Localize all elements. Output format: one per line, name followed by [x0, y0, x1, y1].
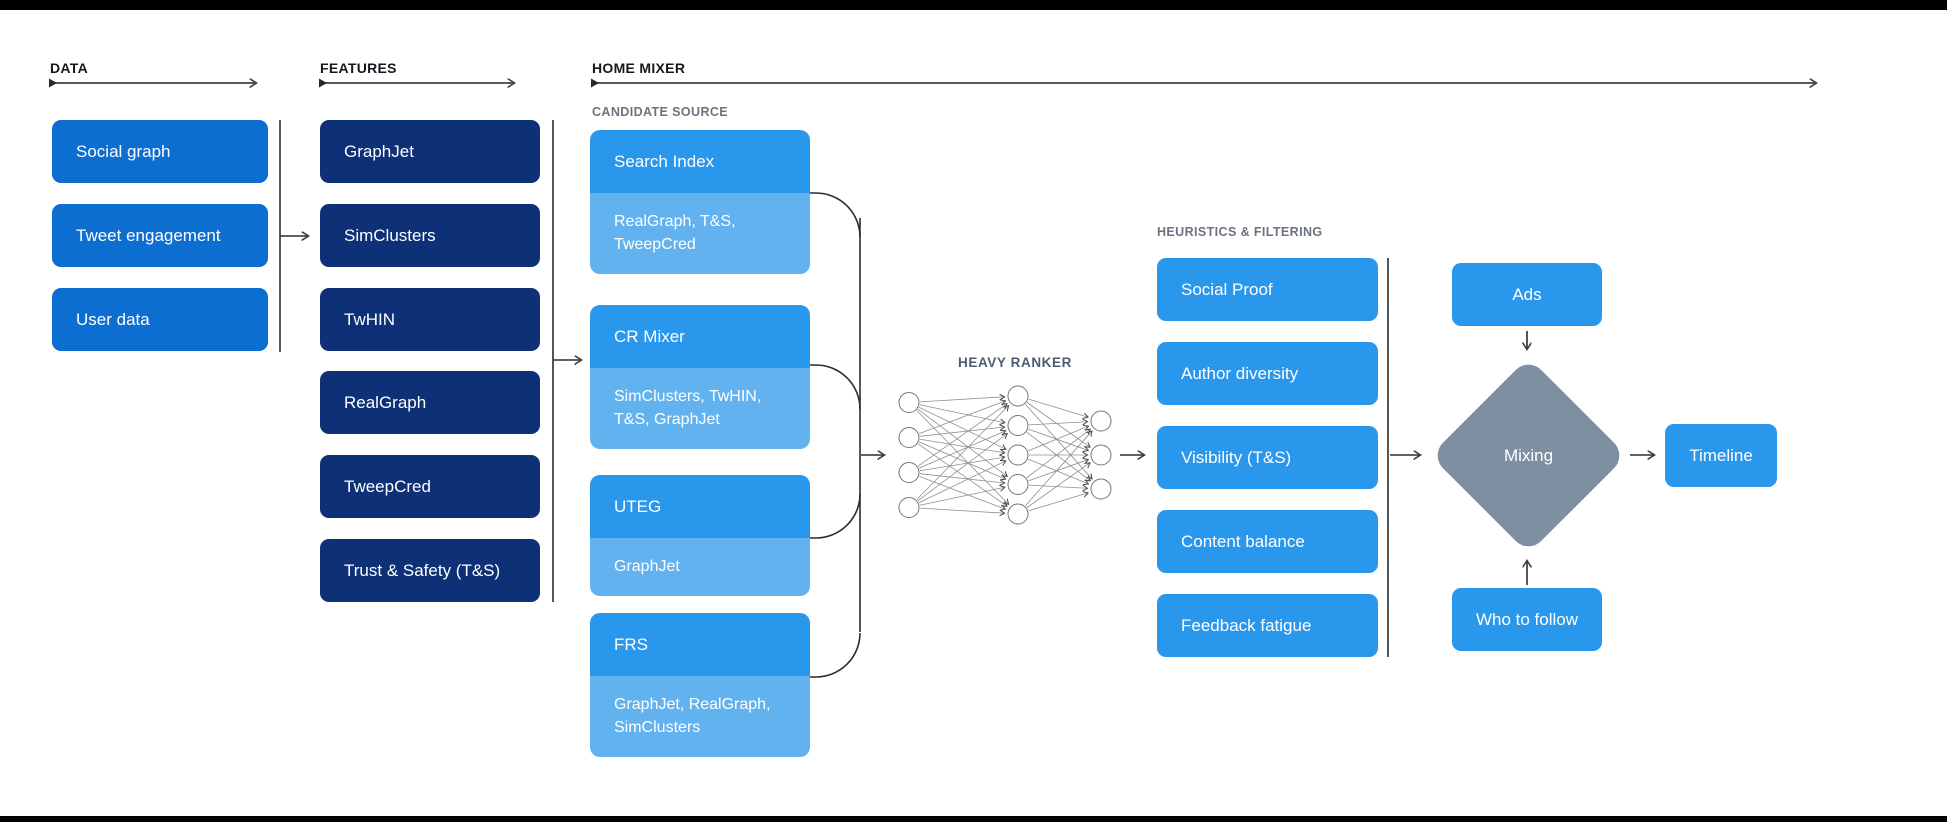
box-ads: Ads: [1452, 263, 1602, 326]
search-index-connector: [810, 192, 861, 238]
candidate-group-cr-mixer: CR Mixer SimClusters, TwHIN, T&S, GraphJ…: [590, 305, 810, 449]
box-content-balance: Content balance: [1157, 510, 1378, 573]
box-simclusters: SimClusters: [320, 204, 540, 267]
candidate-source-label: CANDIDATE SOURCE: [592, 105, 729, 119]
candidate-group-frs: FRS GraphJet, RealGraph, SimClusters: [590, 613, 810, 757]
bottom-letterbox-bar: [0, 816, 1947, 822]
box-author-diversity: Author diversity: [1157, 342, 1378, 405]
neural-network-graphic: [898, 385, 1112, 525]
candidate-title: CR Mixer: [590, 305, 810, 368]
candidate-group-uteg: UTEG GraphJet: [590, 475, 810, 596]
top-letterbox-bar: [0, 0, 1947, 10]
heavy-ranker-label: HEAVY RANKER: [958, 355, 1072, 370]
box-social-proof: Social Proof: [1157, 258, 1378, 321]
box-tweet-engagement: Tweet engagement: [52, 204, 268, 267]
data-section-header: DATA: [50, 60, 89, 76]
box-graphjet: GraphJet: [320, 120, 540, 183]
box-feedback-fatigue: Feedback fatigue: [1157, 594, 1378, 657]
candidate-sources: SimClusters, TwHIN, T&S, GraphJet: [590, 368, 810, 449]
box-user-data: User data: [52, 288, 268, 351]
cr-mixer-connector: [810, 364, 861, 410]
candidate-group-search-index: Search Index RealGraph, T&S, TweepCred: [590, 130, 810, 274]
box-social-graph: Social graph: [52, 120, 268, 183]
box-visibility: Visibility (T&S): [1157, 426, 1378, 489]
candidate-sources: RealGraph, T&S, TweepCred: [590, 193, 810, 274]
frs-connector: [810, 632, 861, 678]
candidate-title: Search Index: [590, 130, 810, 193]
box-twhin: TwHIN: [320, 288, 540, 351]
box-timeline: Timeline: [1665, 424, 1777, 487]
box-tweepcred: TweepCred: [320, 455, 540, 518]
box-who-to-follow: Who to follow: [1452, 588, 1602, 651]
candidate-sources: GraphJet, RealGraph, SimClusters: [590, 676, 810, 757]
mixing-label: Mixing: [1503, 445, 1554, 465]
features-section-header: FEATURES: [320, 60, 397, 76]
heuristics-filtering-label: HEURISTICS & FILTERING: [1157, 225, 1323, 239]
mixing-diamond: Mixing: [1430, 357, 1627, 554]
home-mixer-section-header: HOME MIXER: [592, 60, 686, 76]
candidate-title: UTEG: [590, 475, 810, 538]
candidate-sources: GraphJet: [590, 538, 810, 596]
flow-connectors: [279, 120, 1654, 678]
candidate-title: FRS: [590, 613, 810, 676]
box-trust-safety: Trust & Safety (T&S): [320, 539, 540, 602]
uteg-connector: [810, 493, 861, 539]
box-realgraph: RealGraph: [320, 371, 540, 434]
